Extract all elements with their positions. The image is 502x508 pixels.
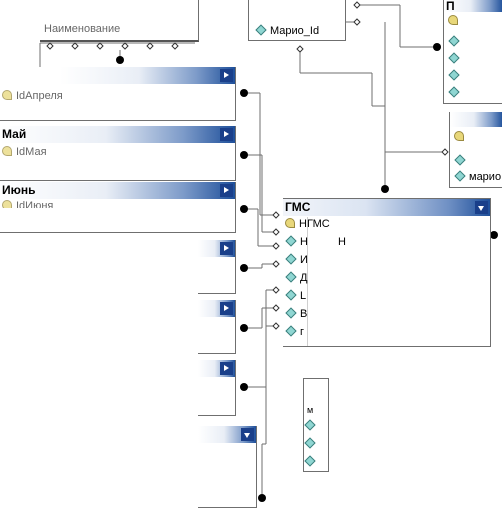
table-title: П bbox=[444, 0, 502, 12]
field-icon bbox=[285, 289, 297, 301]
key-icon bbox=[454, 131, 464, 141]
field-icon bbox=[448, 35, 460, 47]
table-header bbox=[450, 112, 502, 127]
table-header: ГМС bbox=[283, 199, 490, 216]
field-row: м bbox=[307, 405, 314, 415]
table-top-right[interactable]: П bbox=[443, 0, 502, 104]
field-row bbox=[304, 419, 319, 434]
field-icon bbox=[304, 437, 316, 449]
field-row: И bbox=[285, 253, 308, 268]
table-april[interactable]: IdАпреля bbox=[0, 67, 236, 121]
field-icon bbox=[448, 69, 460, 81]
key-field: IdАпреля bbox=[2, 89, 63, 104]
table-header bbox=[60, 67, 235, 84]
field-row bbox=[448, 86, 463, 101]
table-right-partial[interactable]: марио bbox=[449, 112, 502, 188]
field-row bbox=[454, 154, 469, 169]
collapse-icon[interactable] bbox=[220, 69, 233, 82]
field-icon bbox=[448, 52, 460, 64]
table-header: Июнь bbox=[0, 182, 235, 199]
field-icon bbox=[454, 170, 466, 182]
key-field: НГМС bbox=[285, 217, 330, 232]
table-header bbox=[198, 300, 235, 317]
table-top-center[interactable]: Марио_Id bbox=[248, 0, 346, 41]
key-icon bbox=[448, 15, 458, 25]
field-row: Д bbox=[285, 271, 307, 286]
key-field bbox=[448, 14, 462, 29]
field-row bbox=[304, 455, 319, 470]
collapse-icon[interactable] bbox=[220, 128, 233, 141]
field-icon bbox=[285, 253, 297, 265]
field-icon bbox=[448, 86, 460, 98]
key-field: IdМая bbox=[2, 145, 47, 160]
table-top-partial[interactable]: Наименование bbox=[40, 0, 199, 42]
table-header: Май bbox=[0, 126, 235, 143]
field-row: L bbox=[285, 289, 306, 304]
key-field: IdИюня bbox=[2, 199, 53, 208]
table-title: ГМС bbox=[285, 200, 311, 214]
field-row bbox=[448, 69, 463, 84]
field-row bbox=[304, 437, 319, 452]
collapse-icon[interactable] bbox=[220, 302, 233, 315]
field-row bbox=[448, 52, 463, 67]
field-row: Н bbox=[285, 235, 308, 250]
field-icon bbox=[285, 325, 297, 337]
field-row: B bbox=[285, 307, 307, 322]
collapse-icon[interactable] bbox=[220, 184, 233, 197]
table-june[interactable]: Июнь IdИюня bbox=[0, 182, 236, 233]
key-field bbox=[454, 130, 468, 145]
table-mid-partial[interactable]: м bbox=[303, 378, 329, 472]
table-may[interactable]: Май IdМая bbox=[0, 126, 236, 181]
field-row: Марио_Id bbox=[255, 24, 319, 39]
table-header bbox=[198, 426, 256, 443]
table-header bbox=[198, 240, 235, 257]
table-title: Июнь bbox=[2, 183, 36, 197]
table-gms[interactable]: ГМС НГМС Н И Д L B г Н bbox=[283, 198, 491, 347]
collapse-icon[interactable] bbox=[475, 201, 488, 214]
link-label: Н bbox=[338, 236, 346, 248]
key-icon bbox=[2, 90, 12, 100]
collapse-icon[interactable] bbox=[220, 242, 233, 255]
key-icon bbox=[285, 218, 295, 228]
key-icon bbox=[2, 200, 12, 208]
table-left-3[interactable] bbox=[198, 360, 236, 416]
field-name: Наименование bbox=[44, 23, 121, 35]
field-row: г bbox=[285, 325, 304, 340]
field-list: НГМС Н И Д L B г bbox=[283, 217, 330, 346]
field-icon bbox=[285, 307, 297, 319]
field-icon bbox=[285, 271, 297, 283]
field-icon bbox=[304, 419, 316, 431]
table-left-4[interactable] bbox=[198, 426, 257, 508]
table-title: Май bbox=[2, 127, 27, 141]
field-icon bbox=[304, 455, 316, 467]
field-icon bbox=[454, 154, 466, 166]
field-row bbox=[448, 35, 463, 50]
field-icon bbox=[285, 235, 297, 247]
table-left-2[interactable] bbox=[198, 300, 236, 354]
table-header bbox=[198, 360, 235, 377]
relationship-diamonds bbox=[46, 1, 449, 330]
relationship-dots bbox=[116, 43, 498, 502]
collapse-icon[interactable] bbox=[220, 362, 233, 375]
field-icon bbox=[255, 24, 267, 36]
collapse-icon[interactable] bbox=[241, 428, 254, 441]
field-row: марио bbox=[454, 170, 501, 185]
key-icon bbox=[2, 146, 12, 156]
table-left-1[interactable] bbox=[198, 240, 236, 294]
